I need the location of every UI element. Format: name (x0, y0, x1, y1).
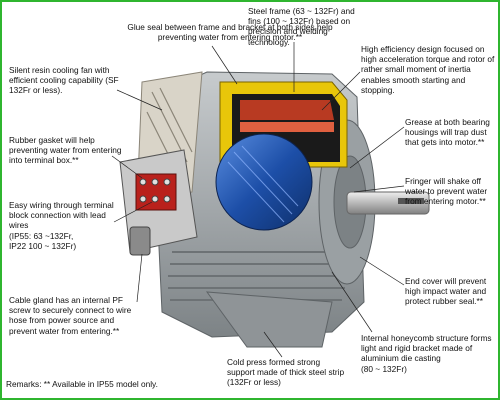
callout-cable-gland: Cable gland has an internal PF screw to … (9, 295, 132, 336)
callout-glue-seal: Glue seal between frame and bracket at b… (127, 22, 333, 43)
callout-steel-frame: Steel frame (63 ~ 132Fr) and fins (100 ~… (248, 6, 355, 47)
callout-fringer: Fringer will shake off water to prevent … (405, 176, 488, 207)
callout-cooling-fan: Silent resin cooling fan with efficient … (9, 65, 119, 96)
remarks-note: Remarks: ** Available in IP55 model only… (6, 379, 158, 389)
callout-honeycomb: Internal honeycomb structure forms light… (361, 333, 492, 374)
callout-wiring: Easy wiring through terminal block conne… (9, 200, 114, 251)
callout-rubber-gasket: Rubber gasket will help preventing water… (9, 135, 122, 166)
callout-end-cover: End cover will prevent high impact water… (405, 276, 487, 307)
terminal-box (119, 149, 198, 256)
rotor (215, 133, 313, 231)
cable-gland (129, 226, 151, 256)
callout-cold-press: Cold press formed strong support made of… (227, 357, 345, 388)
callout-grease: Grease at both bearing housings will tra… (405, 117, 490, 148)
shaft (346, 191, 430, 215)
callout-high-efficiency: High efficiency design focused on high a… (361, 44, 495, 95)
